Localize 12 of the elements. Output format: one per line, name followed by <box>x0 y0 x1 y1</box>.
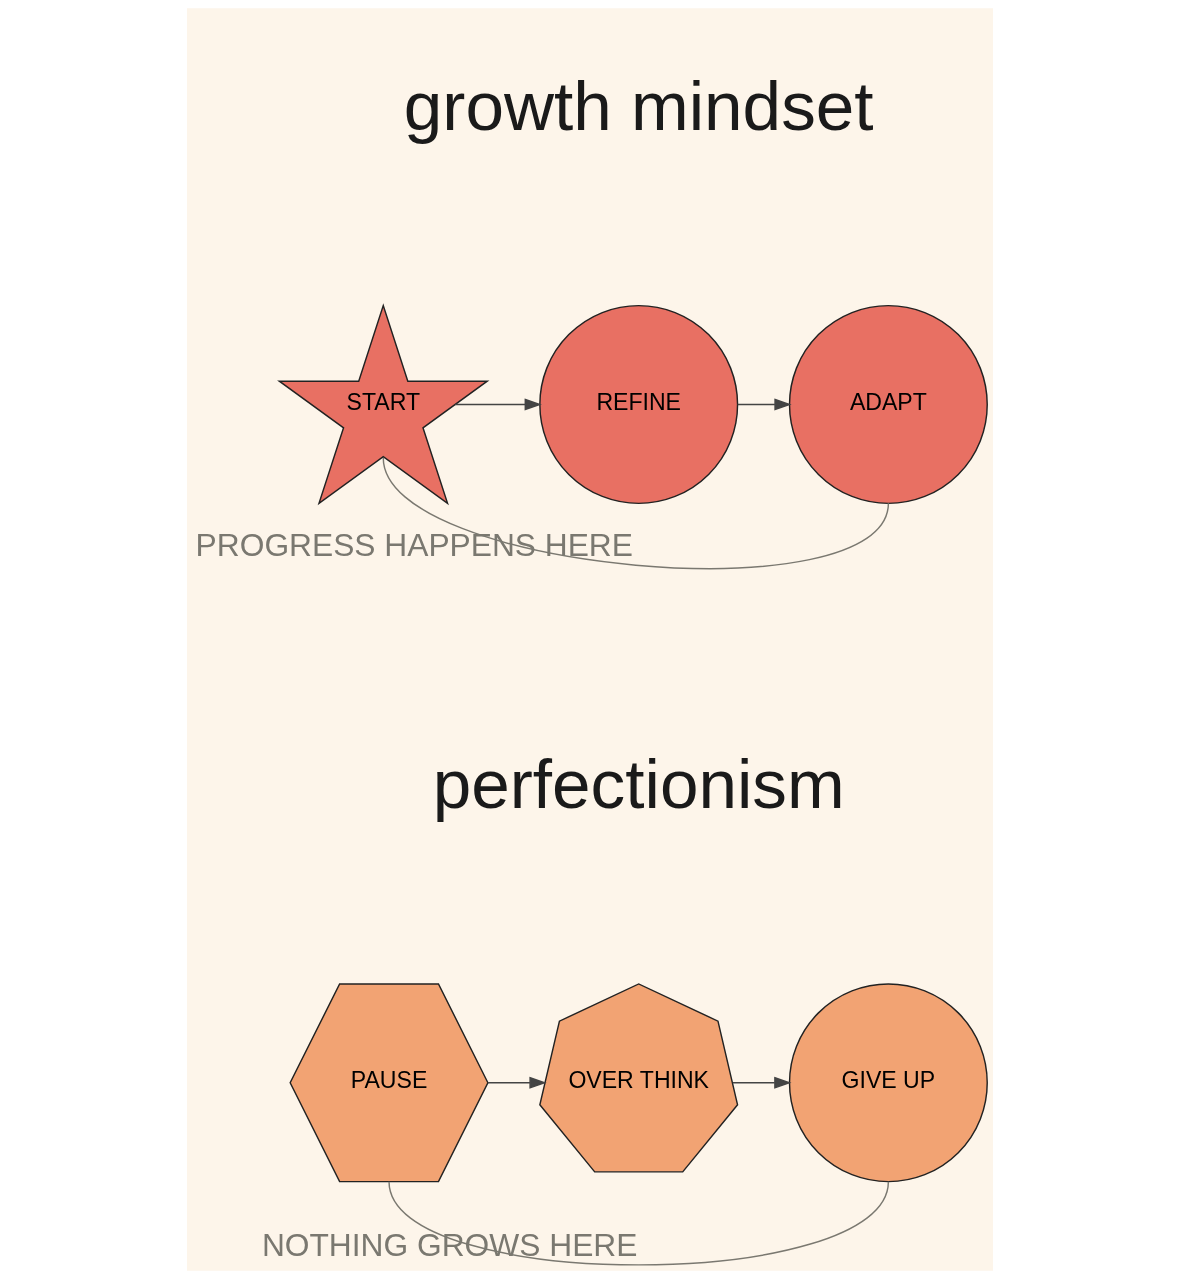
arrow <box>731 1076 791 1089</box>
arrow <box>453 398 542 411</box>
label: perfectionism <box>432 745 845 824</box>
connector <box>382 457 889 570</box>
arrow <box>486 1076 547 1089</box>
connector <box>387 1180 889 1266</box>
node-circle: REFINE <box>538 304 738 505</box>
label: growth mindset <box>403 67 874 146</box>
edge-label: PROGRESS HAPPENS HERE <box>195 526 633 563</box>
arrow <box>736 398 792 411</box>
node-circle: GIVE UP <box>788 983 988 1183</box>
node-circle: ADAPT <box>788 304 988 505</box>
